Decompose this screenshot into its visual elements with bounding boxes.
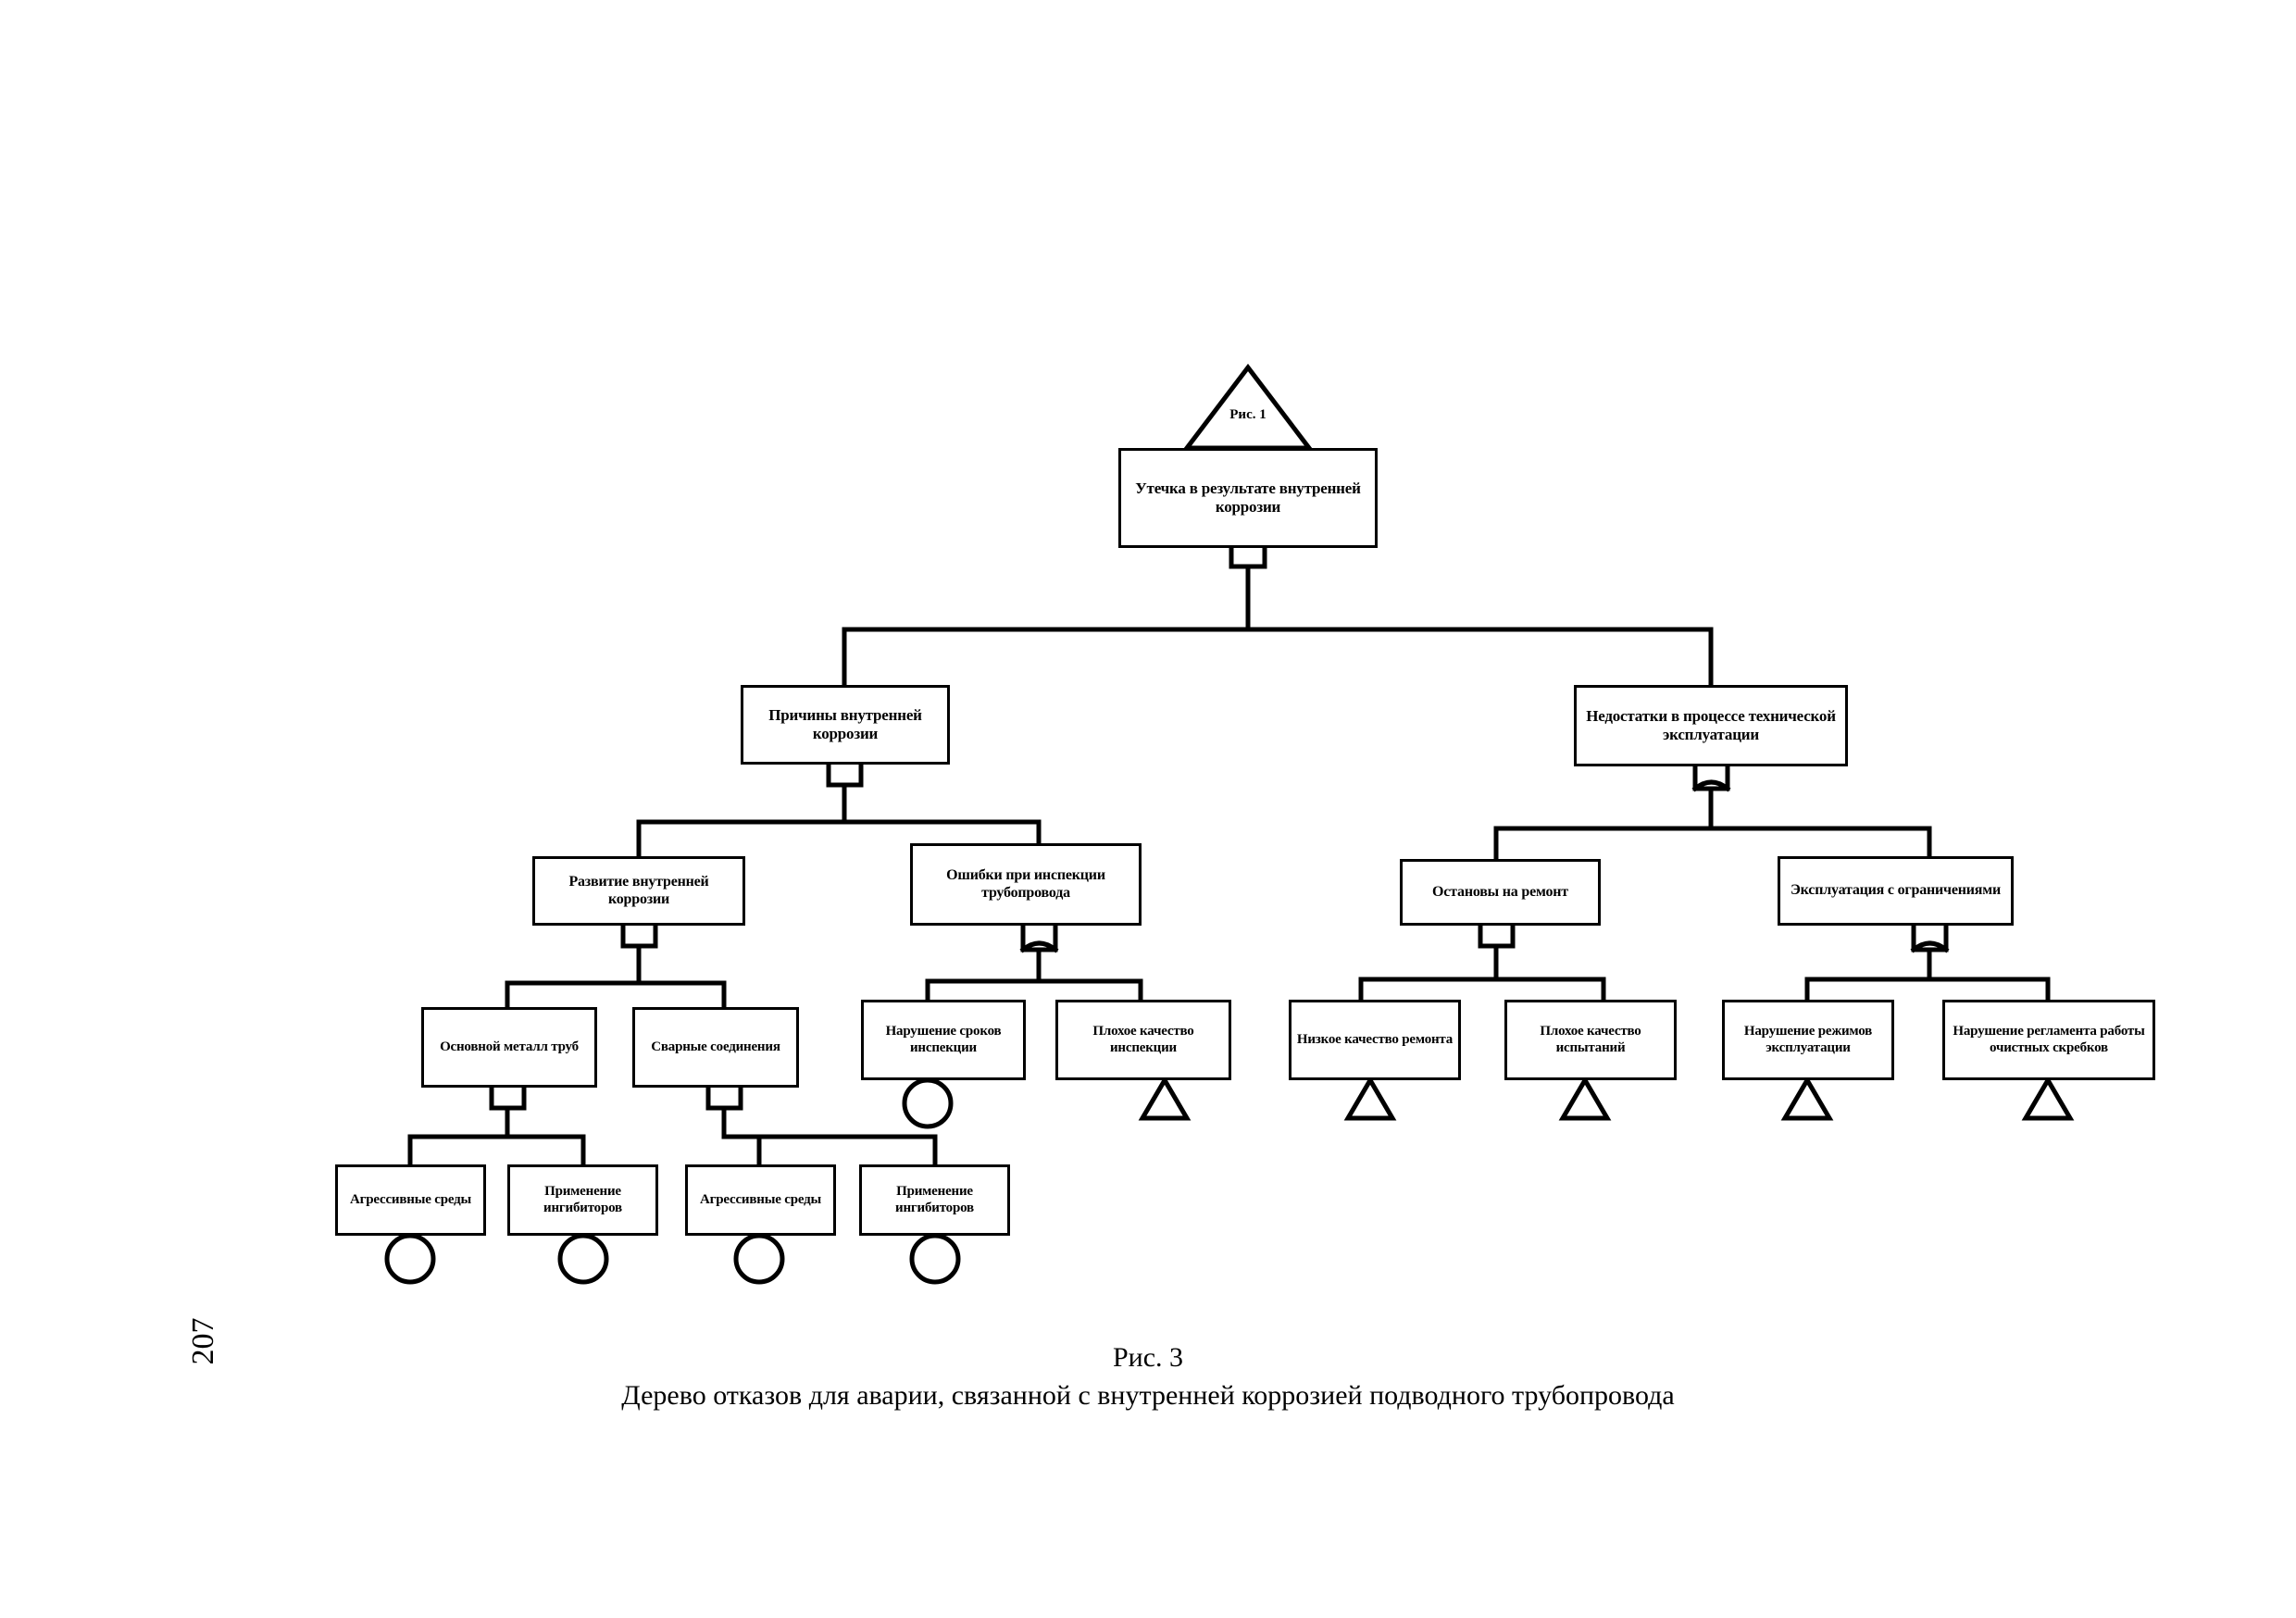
node-limited[interactable]: Эксплуатация с ограничениями [1778, 856, 2014, 926]
undeveloped-triangle-scrapers [2021, 1076, 2075, 1121]
node-inhibitors-2[interactable]: Применение ингибиторов [859, 1164, 1010, 1236]
node-label: Нарушение регламента работы очистных скр… [1953, 1023, 2145, 1055]
undeveloped-triangle-repqual [1343, 1076, 1397, 1121]
basic-event-circle-env1 [384, 1233, 436, 1285]
basic-event-circle-terms [902, 1077, 954, 1129]
node-label: Плохое качество испытаний [1540, 1023, 1641, 1055]
node-label: Остановы на ремонт [1432, 883, 1568, 900]
basic-event-circle-inhib1 [557, 1233, 609, 1285]
node-causes[interactable]: Причины внутренней коррозии [741, 685, 950, 765]
node-label: Ошибки при инспекции трубопровода [946, 866, 1105, 901]
node-label: Утечка в результате внутренней коррозии [1135, 479, 1361, 516]
node-label: Причины внутренней коррозии [768, 705, 922, 742]
node-inspection-quality[interactable]: Плохое качество инспекции [1055, 1000, 1231, 1080]
basic-event-circle-env2 [733, 1233, 785, 1285]
node-regimes[interactable]: Нарушение режимов эксплуатации [1722, 1000, 1894, 1080]
node-label: Агрессивные среды [349, 1191, 471, 1207]
undeveloped-triangle-inspqual [1138, 1076, 1192, 1121]
node-label: Развитие внутренней коррозии [568, 873, 709, 907]
page-number: 207 [186, 1317, 220, 1365]
undeveloped-triangle-testqual [1558, 1076, 1612, 1121]
node-label: Недостатки в процессе технической эксплу… [1586, 706, 1836, 743]
node-repair-quality[interactable]: Низкое качество ремонта [1289, 1000, 1461, 1080]
basic-event-circle-inhib2 [909, 1233, 961, 1285]
node-test-quality[interactable]: Плохое качество испытаний [1504, 1000, 1677, 1080]
node-label: Основной металл труб [440, 1039, 579, 1054]
node-development[interactable]: Развитие внутренней коррозии [532, 856, 745, 926]
node-scrapers[interactable]: Нарушение регламента работы очистных скр… [1942, 1000, 2155, 1080]
figure-caption-text: Дерево отказов для аварии, связанной с в… [621, 1379, 1675, 1411]
node-label: Применение ингибиторов [895, 1183, 974, 1215]
node-inhibitors-1[interactable]: Применение ингибиторов [507, 1164, 658, 1236]
transfer-label-top: Рис. 1 [1229, 407, 1267, 422]
node-label: Плохое качество инспекции [1092, 1023, 1194, 1055]
node-label: Эксплуатация с ограничениями [1791, 882, 2001, 899]
node-inspection[interactable]: Ошибки при инспекции трубопровода [910, 843, 1142, 926]
node-label: Агрессивные среды [699, 1191, 821, 1207]
node-welds[interactable]: Сварные соединения [632, 1007, 799, 1088]
node-repair[interactable]: Остановы на ремонт [1400, 859, 1601, 926]
node-label: Нарушение режимов эксплуатации [1743, 1023, 1873, 1055]
node-label: Сварные соединения [651, 1039, 780, 1054]
node-operation[interactable]: Недостатки в процессе технической эксплу… [1574, 685, 1848, 766]
node-label: Применение ингибиторов [543, 1183, 622, 1215]
undeveloped-triangle-regimes [1780, 1076, 1834, 1121]
figure-caption: Рис. 3 Дерево отказов для аварии, связан… [0, 1340, 2296, 1415]
node-basemetal[interactable]: Основной металл труб [421, 1007, 597, 1088]
figure-number: Рис. 3 [1112, 1342, 1184, 1373]
node-inspection-terms[interactable]: Нарушение сроков инспекции [861, 1000, 1026, 1080]
node-aggressive-env-2[interactable]: Агрессивные среды [685, 1164, 836, 1236]
node-top-event[interactable]: Утечка в результате внутренней коррозии [1118, 448, 1378, 548]
node-label: Нарушение сроков инспекции [885, 1023, 1002, 1055]
node-label: Низкое качество ремонта [1296, 1031, 1454, 1047]
node-aggressive-env-1[interactable]: Агрессивные среды [335, 1164, 486, 1236]
